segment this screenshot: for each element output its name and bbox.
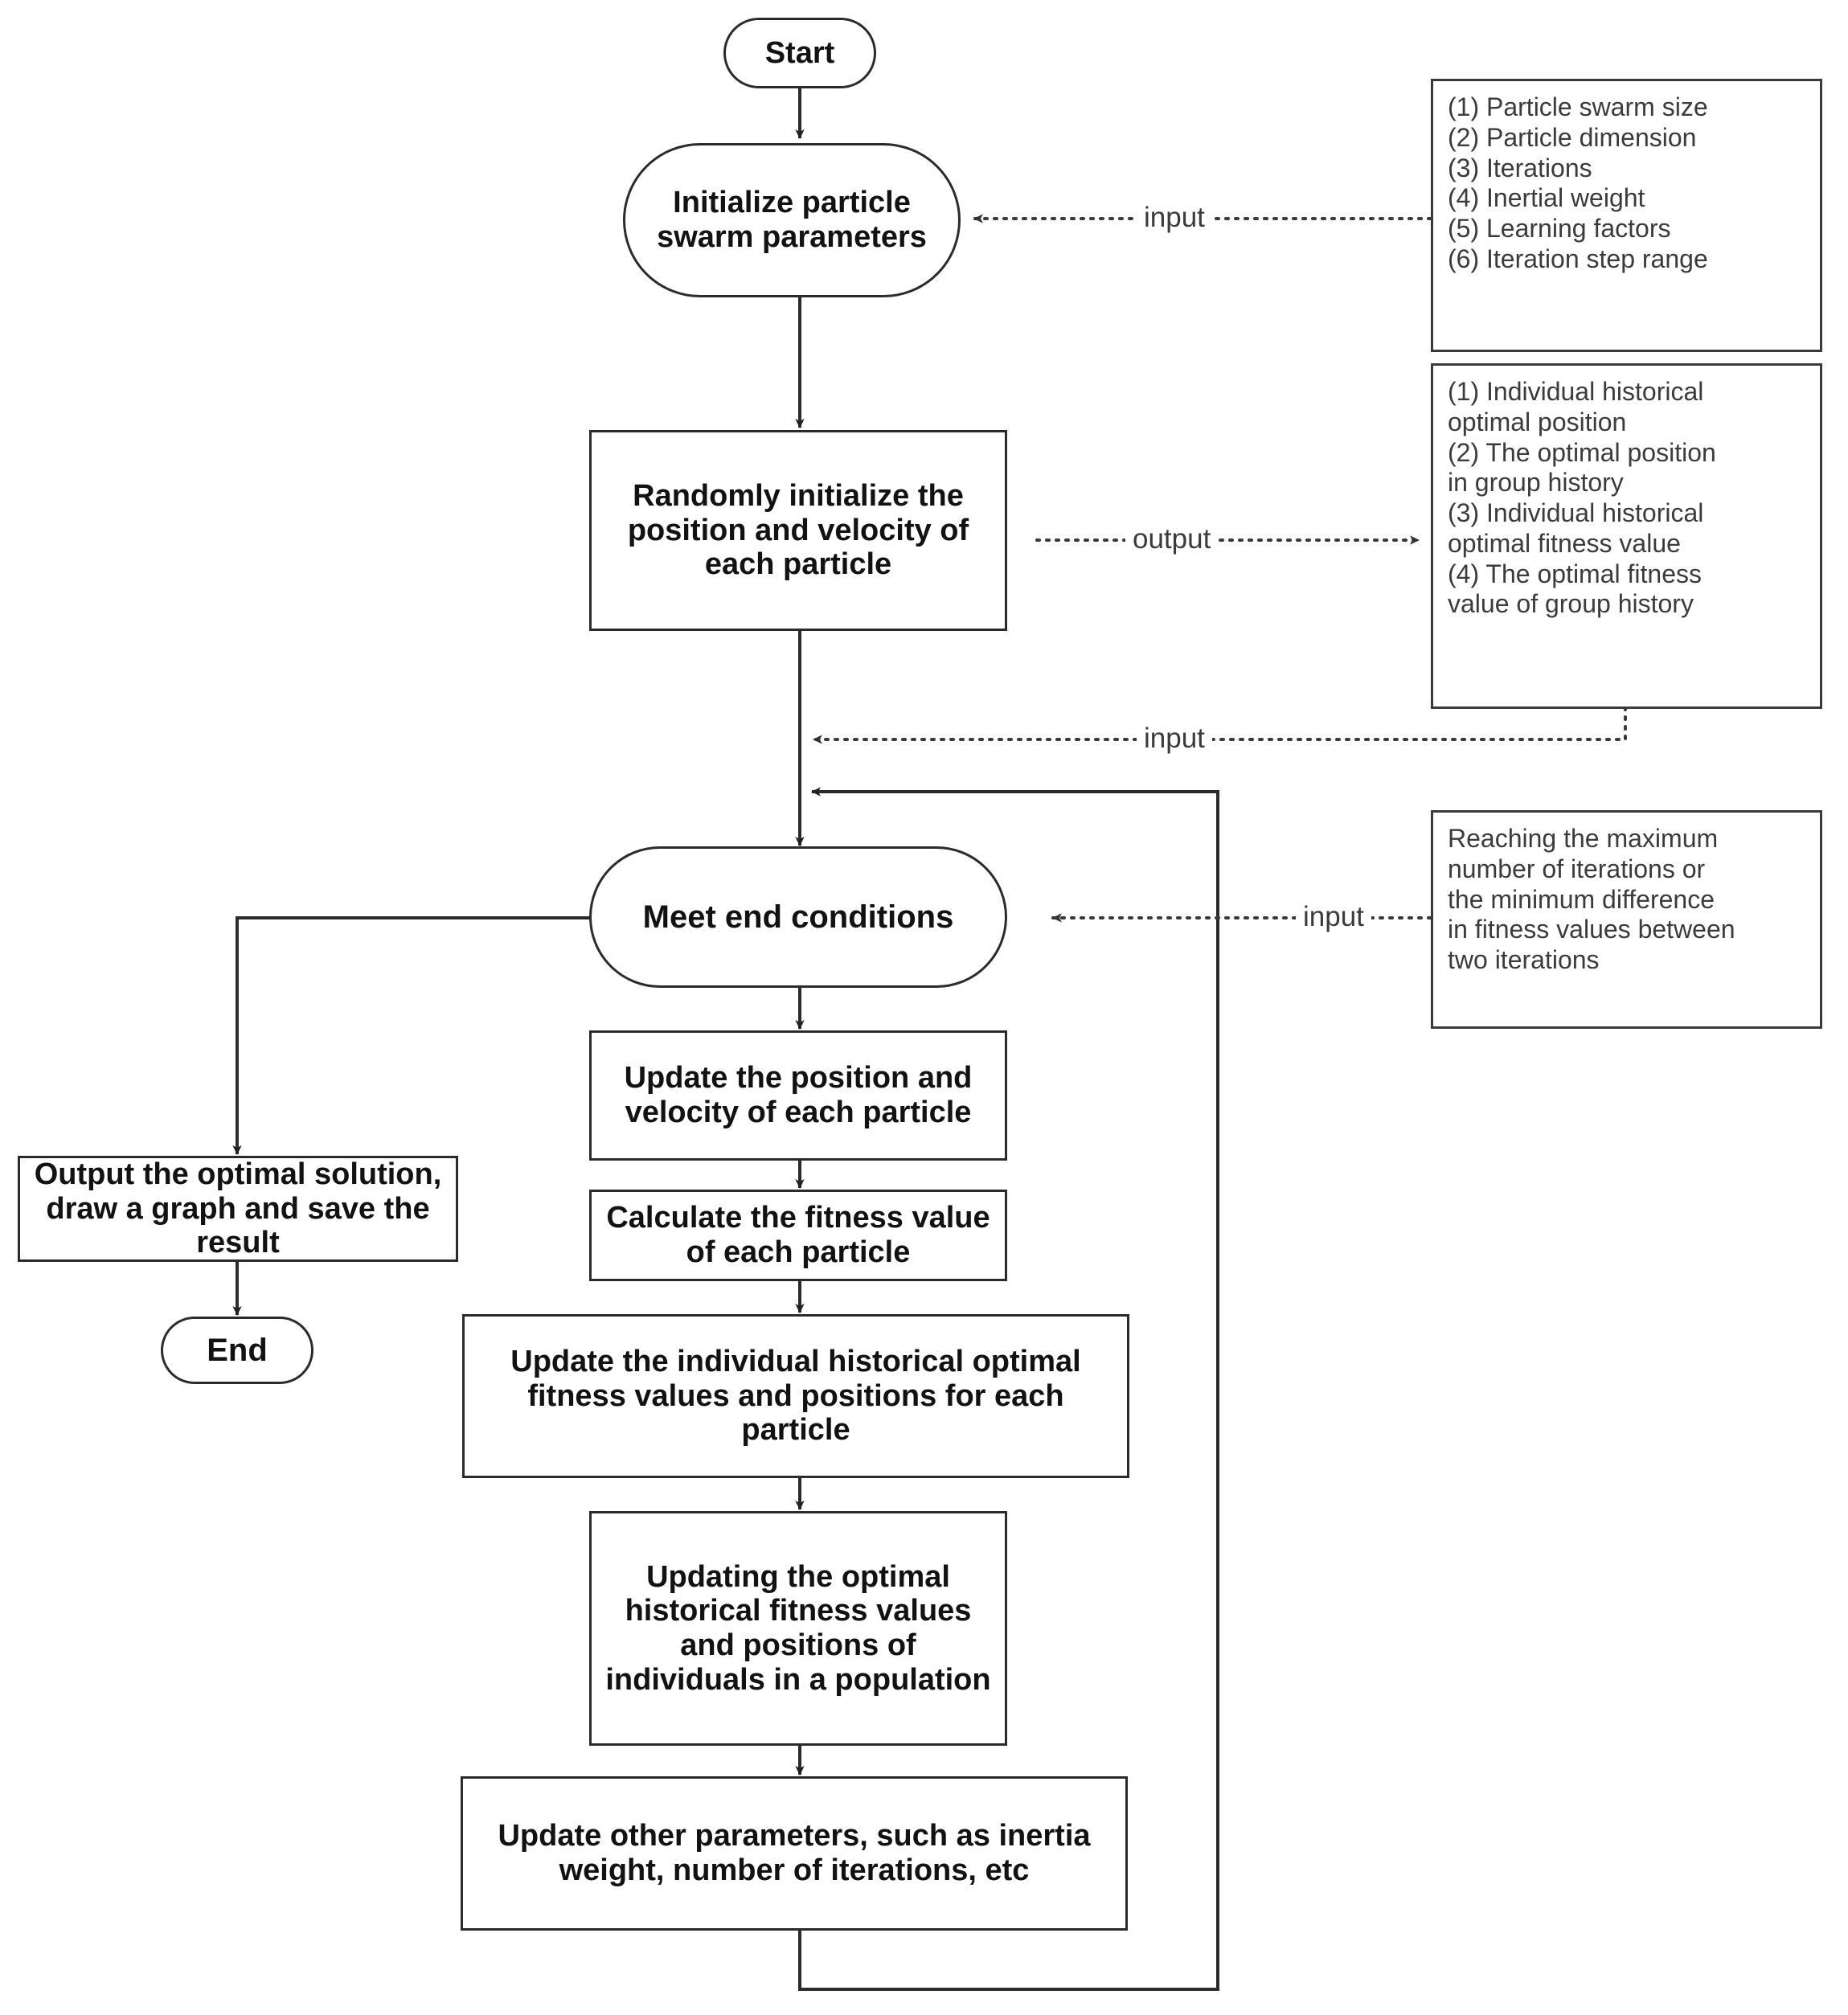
- node-update-individual-best[interactable]: Update the individual historical optimal…: [462, 1314, 1129, 1478]
- node-end[interactable]: End: [161, 1317, 313, 1384]
- edge-loopback: [798, 787, 1219, 1991]
- note-outputs-line-4: (3) Individual historical: [1448, 498, 1704, 527]
- note-parameters-line-4: (5) Learning factors: [1448, 214, 1671, 243]
- note-outputs-line-0: (1) Individual historical: [1448, 377, 1704, 406]
- note-outputs-line-6: (4) The optimal fitness: [1448, 559, 1702, 588]
- node-initialize-parameters[interactable]: Initialize particle swarm parameters: [623, 143, 961, 297]
- node-update-other-parameters-label: Update other parameters, such as inertia…: [498, 1819, 1091, 1887]
- edge-label-input-conditions: input: [1296, 903, 1371, 931]
- node-random-initialize-label: Randomly initialize the position and vel…: [627, 479, 969, 582]
- note-outputs-line-7: value of group history: [1448, 589, 1694, 619]
- note-end-conditions: Reaching the maximum number of iteration…: [1431, 810, 1822, 1029]
- node-update-position-velocity[interactable]: Update the position and velocity of each…: [589, 1030, 1007, 1161]
- node-calculate-fitness-label: Calculate the fitness value of each part…: [606, 1201, 990, 1269]
- node-update-global-best-label: Updating the optimal historical fitness …: [605, 1559, 991, 1697]
- node-update-position-velocity-label: Update the position and velocity of each…: [624, 1061, 973, 1129]
- node-update-individual-best-label: Update the individual historical optimal…: [510, 1345, 1081, 1448]
- node-start[interactable]: Start: [723, 18, 876, 88]
- note-parameters-line-0: (1) Particle swarm size: [1448, 92, 1708, 121]
- note-parameters-line-2: (3) Iterations: [1448, 153, 1592, 182]
- node-output-solution[interactable]: Output the optimal solution, draw a grap…: [18, 1156, 458, 1262]
- note-parameters-line-1: (2) Particle dimension: [1448, 122, 1697, 152]
- note-outputs-line-2: (2) The optimal position: [1448, 437, 1716, 467]
- node-update-other-parameters[interactable]: Update other parameters, such as inertia…: [461, 1776, 1128, 1931]
- node-start-label: Start: [764, 35, 835, 70]
- node-initialize-parameters-label: Initialize particle swarm parameters: [657, 186, 927, 254]
- note-parameters-line-5: (6) Iteration step range: [1448, 244, 1708, 273]
- node-meet-end-conditions[interactable]: Meet end conditions: [589, 846, 1007, 988]
- note-outputs-line-5: optimal fitness value: [1448, 528, 1681, 558]
- note-parameters: (1) Particle swarm size (2) Particle dim…: [1431, 79, 1822, 352]
- note-end-conditions-line-2: the minimum difference: [1448, 884, 1715, 914]
- note-outputs-line-1: optimal position: [1448, 407, 1627, 436]
- note-end-conditions-line-0: Reaching the maximum: [1448, 824, 1719, 853]
- note-end-conditions-line-3: in fitness values between: [1448, 915, 1735, 944]
- edge-label-input-values: input: [1137, 724, 1212, 752]
- edge-label-input-parameters: input: [1137, 203, 1212, 231]
- edge-label-output-values: output: [1125, 525, 1219, 553]
- node-end-label: End: [207, 1332, 268, 1368]
- node-update-global-best[interactable]: Updating the optimal historical fitness …: [589, 1511, 1007, 1746]
- node-random-initialize[interactable]: Randomly initialize the position and vel…: [589, 430, 1007, 631]
- note-outputs-line-3: in group history: [1448, 468, 1624, 498]
- edge-note-outputs-input: [812, 706, 1627, 744]
- note-parameters-line-3: (4) Inertial weight: [1448, 183, 1645, 213]
- note-end-conditions-line-1: number of iterations or: [1448, 854, 1706, 883]
- note-end-conditions-line-4: two iterations: [1448, 945, 1600, 974]
- node-calculate-fitness[interactable]: Calculate the fitness value of each part…: [589, 1190, 1007, 1281]
- note-outputs: (1) Individual historical optimal positi…: [1431, 363, 1822, 709]
- edge-meet-to-output: [232, 916, 591, 1155]
- node-output-solution-label: Output the optimal solution, draw a grap…: [34, 1157, 442, 1260]
- node-meet-end-conditions-label: Meet end conditions: [642, 899, 954, 935]
